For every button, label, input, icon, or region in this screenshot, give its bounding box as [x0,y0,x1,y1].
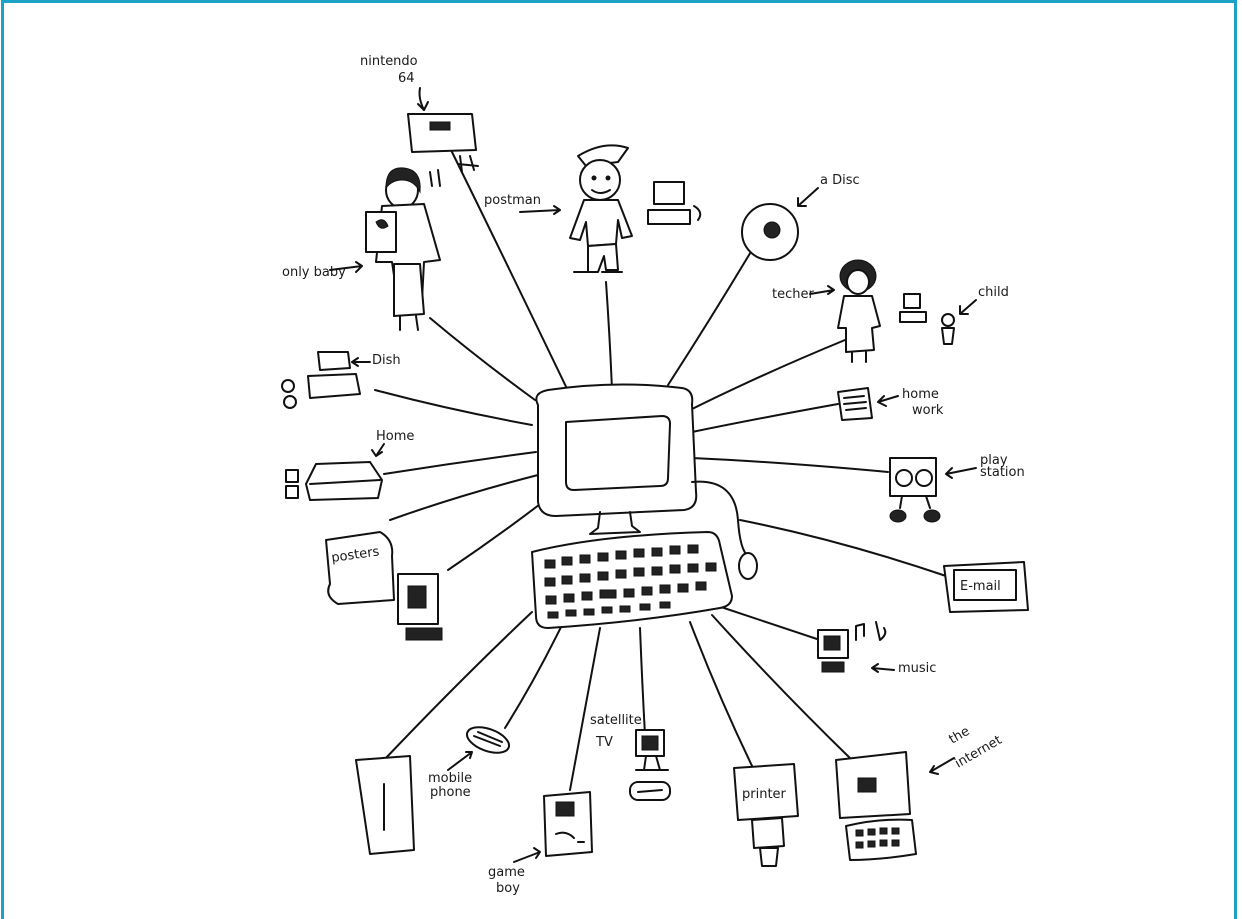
label-tv: TV [595,735,613,750]
label-homework-1: home [902,387,939,402]
label-gameboy-1: game [488,865,525,880]
satellite-tv: satellite TV [590,713,670,800]
label-playstation-2: station [980,465,1025,480]
label-internet-1: the [947,724,973,748]
nintendo-64-console: nintendo 64 [360,54,478,172]
keyboard [532,532,732,628]
postman-figure: postman [484,145,700,272]
label-postman: postman [484,193,541,208]
playstation-console: play station [890,453,1025,522]
label-teacher: techer [772,287,814,302]
paper-sheet [356,756,414,854]
music-computer: music [818,622,936,676]
label-mobile-1: mobile [428,771,472,786]
posters-sheet: posters [326,532,442,640]
email-screen: E-mail [944,562,1028,612]
label-only: only baby [282,265,346,280]
label-mobile-2: phone [430,785,471,800]
label-printer: printer [742,787,787,802]
game-boy: game boy [488,792,592,896]
mobile-phone: mobile phone [428,722,512,800]
label-nintendo: nintendo [360,54,418,69]
label-home: Home [376,429,414,444]
internet-computer: the internet [836,724,1005,860]
label-homework-2: work [912,403,944,418]
label-gameboy-2: boy [496,881,520,896]
printer: printer [734,764,798,866]
teacher-figure: techer child [772,260,1009,362]
only-baby-figure: only baby [282,168,440,330]
label-email: E-mail [960,579,1001,594]
label-n64: 64 [398,71,415,86]
label-dish: Dish [372,353,401,368]
label-disc: a Disc [820,173,860,188]
homework-book: home work [838,387,944,420]
label-satellite: satellite [590,713,642,728]
label-music: music [898,661,936,676]
satellite-dish: Dish [282,352,401,408]
label-child: child [978,285,1009,300]
disc-icon: a Disc [742,173,860,260]
home-sofa: Home [286,429,414,500]
